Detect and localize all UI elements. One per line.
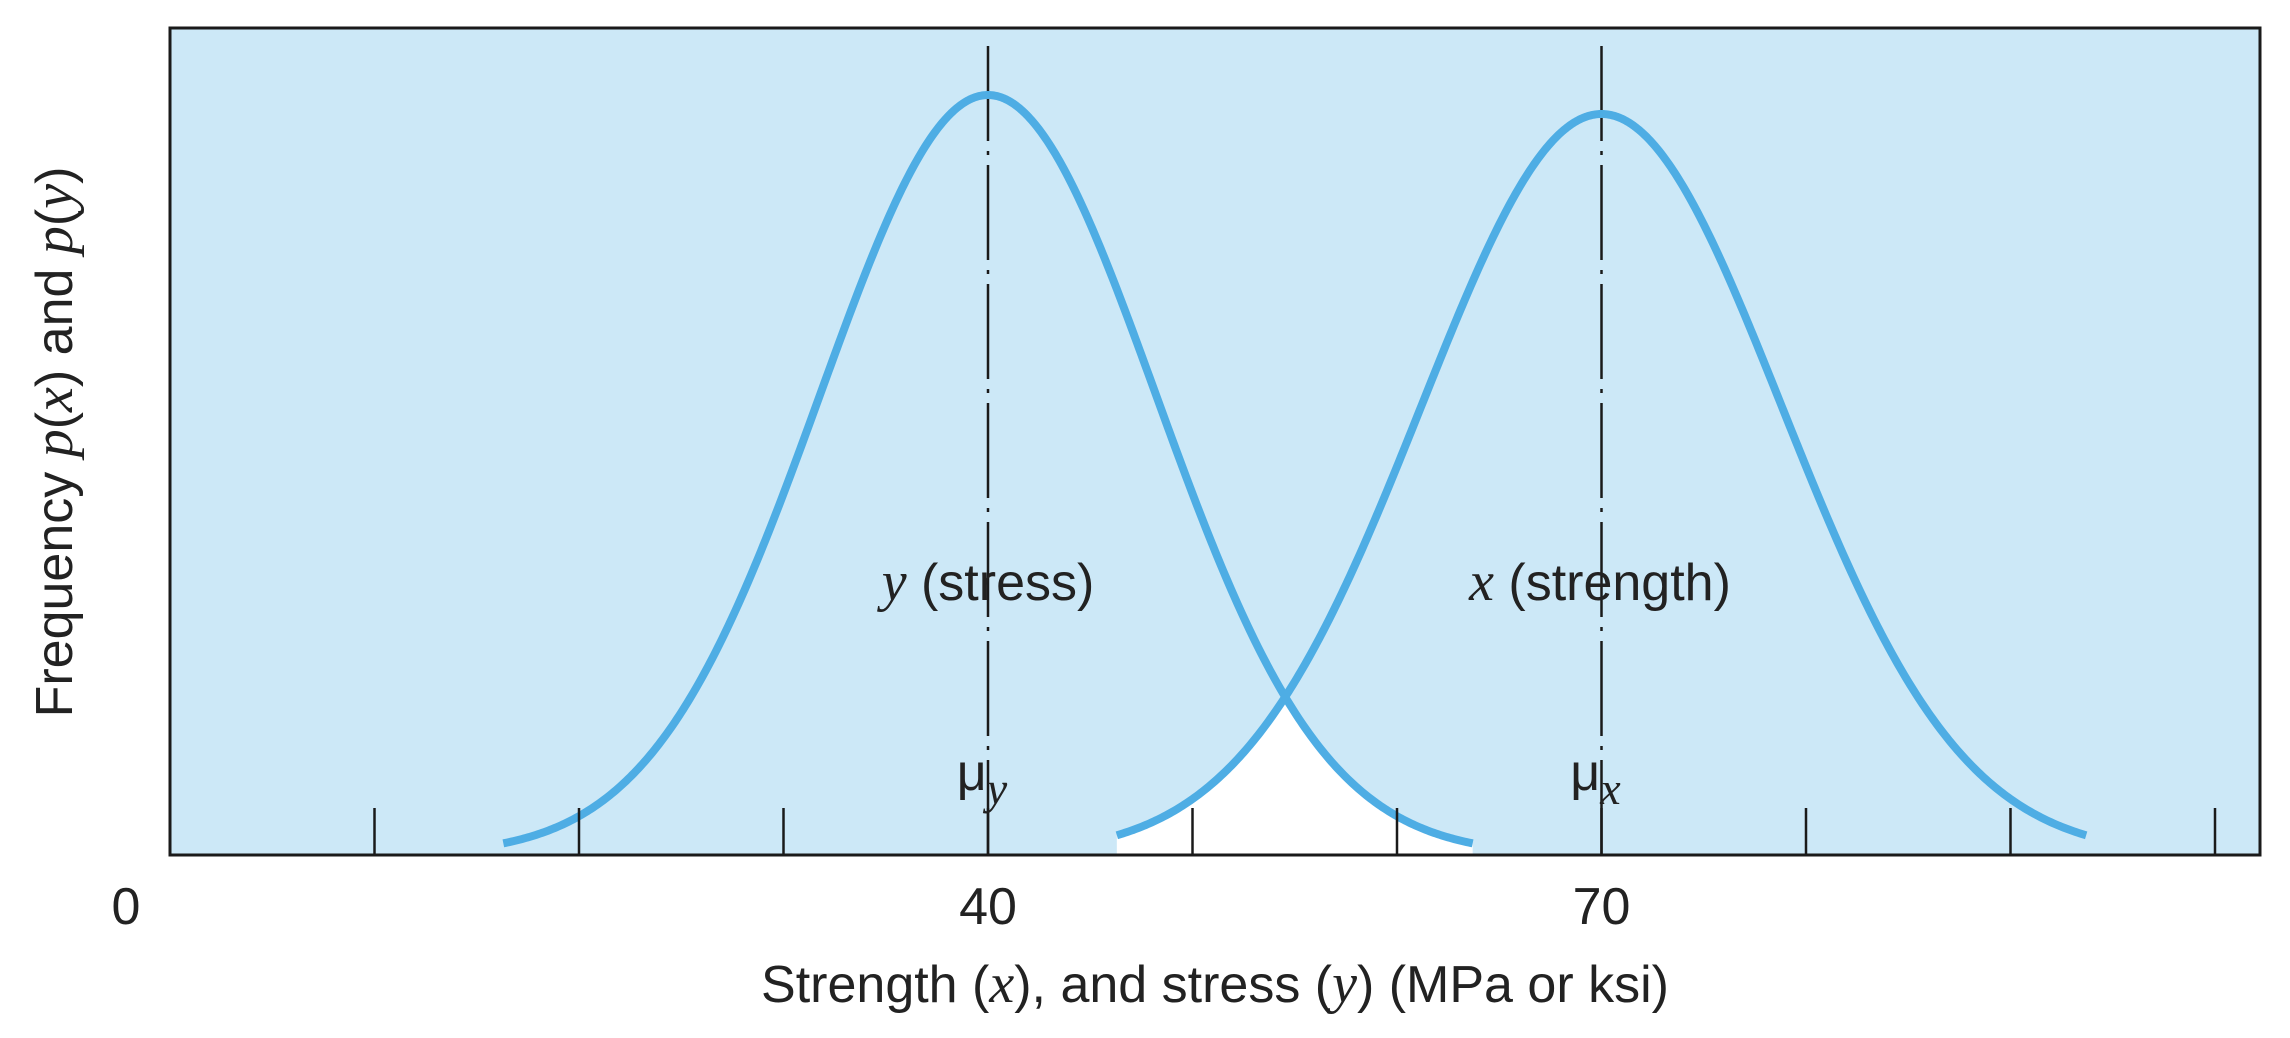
plot-frame [168, 26, 2262, 857]
overlap-region [1116, 697, 1473, 855]
mean-symbol-stress: μy [957, 744, 1008, 814]
curve-labels: y (stress) μy x (strength) μx [877, 551, 1731, 814]
distribution-curves [501, 91, 2089, 848]
curve-stress [501, 91, 1475, 848]
mean-lines [986, 46, 1603, 855]
x-tick-label: 70 [1573, 878, 1631, 936]
curve-label-strength: x (strength) [1468, 551, 1731, 613]
x-tick-labels: 0 40 70 [112, 878, 1631, 936]
x-tick-label: 40 [959, 878, 1017, 936]
x-axis-ticks [373, 808, 2217, 855]
x-axis-label: Strength (x), and stress (y) (MPa or ksi… [761, 953, 1669, 1015]
plot-background [170, 28, 2260, 855]
curve-strength [1114, 110, 2089, 840]
x-tick-label: 0 [112, 878, 141, 936]
mean-symbol-strength: μx [1570, 744, 1621, 814]
curve-label-stress: y (stress) [877, 551, 1095, 613]
y-axis-label: Frequency p(x) and p(y) [23, 167, 85, 718]
